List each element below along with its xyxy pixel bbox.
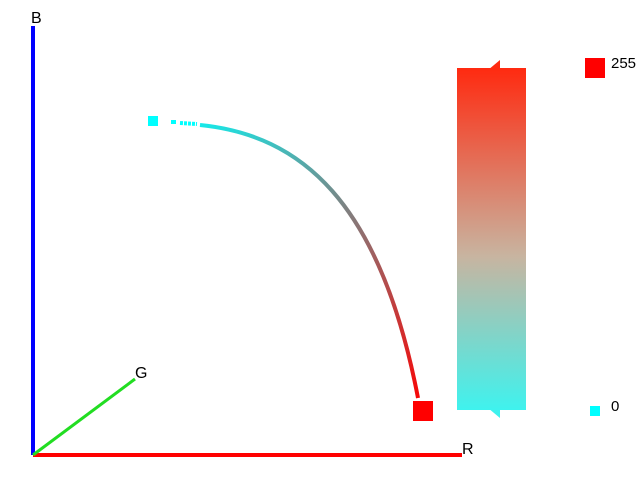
colorbar-min-handle[interactable]	[488, 408, 500, 418]
g-axis-label: G	[135, 365, 148, 382]
curve-end-marker	[413, 401, 433, 421]
colorbar	[457, 68, 526, 410]
color-gradient-curve	[199, 123, 420, 399]
g-axis	[32, 377, 136, 457]
curve-dash-2	[179, 121, 198, 126]
legend-max-label: 255	[611, 55, 637, 72]
legend-min-swatch	[590, 406, 600, 416]
b-axis-label: B	[31, 10, 42, 27]
colorbar-max-handle[interactable]	[488, 60, 500, 70]
curve-start-marker	[148, 116, 158, 126]
legend-min-label: 0	[611, 398, 620, 415]
r-axis-label: R	[462, 441, 474, 458]
legend-max-swatch	[585, 58, 605, 78]
